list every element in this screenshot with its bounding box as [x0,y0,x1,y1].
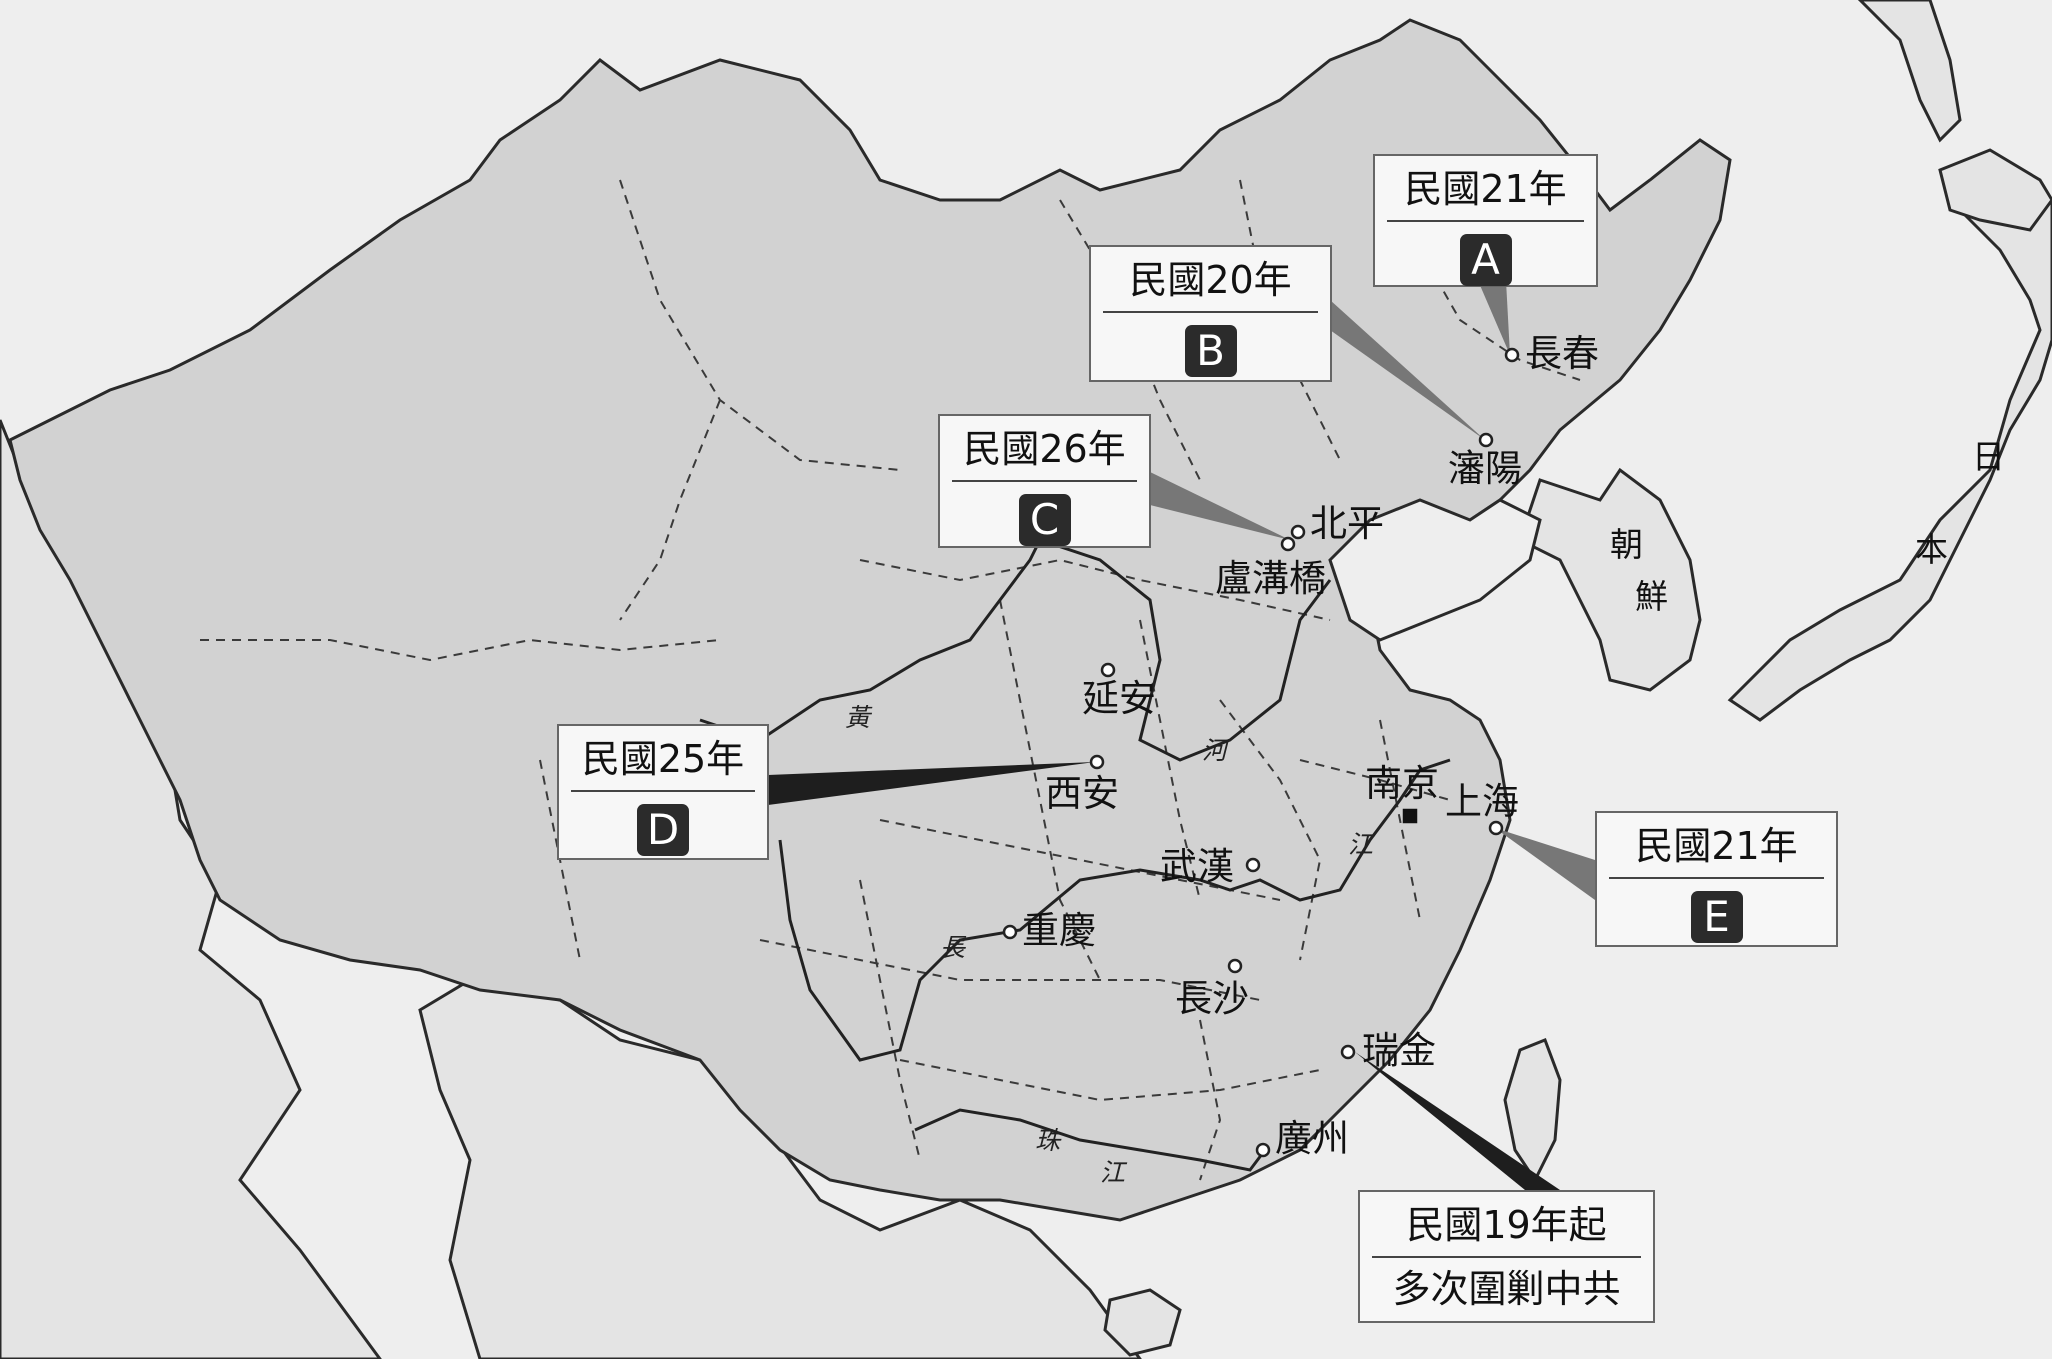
river-label-pearl-2: 江 [1100,1158,1126,1187]
callout-C-divider [952,480,1137,482]
city-label-nanjing: 南京 [1365,762,1439,805]
river-label-yangtze-1: 長 [940,933,966,962]
pearl-river [914,1108,1267,1172]
pointer-E [1495,828,1595,900]
callout-C-badge: C [1018,494,1071,546]
city-label-ruijin: 瑞金 [1362,1029,1436,1072]
country-label-korea-1: 朝 [1610,525,1643,564]
pointer-C [1150,472,1290,540]
rivers [699,538,1451,1172]
marker-chongqing [1002,924,1018,940]
callout-E-badge: E [1690,891,1743,943]
city-label-yanan: 延安 [1082,677,1156,720]
marker-shanghai [1488,820,1504,836]
pointer-B [1330,300,1485,440]
marker-yanan [1100,662,1116,678]
city-label-chongqing: 重慶 [1022,909,1096,952]
river-label-yellow-1: 黃 [845,703,871,732]
marker-nanjing [1402,808,1418,824]
city-label-lugouqiao: 盧溝橋 [1215,557,1326,600]
country-label-japan-2: 本 [1915,530,1948,569]
pointer-D [768,762,1095,805]
callout-D-divider [571,790,755,792]
callout-F-year: 民國19年起 [1406,1203,1607,1247]
callout-F-note: 多次圍剿中共 [1392,1267,1621,1311]
callout-B-badge: B [1184,325,1237,377]
marker-beiping [1290,524,1306,540]
korea-land [1518,467,1702,692]
callout-A-divider [1387,220,1584,222]
river-label-yangtze-2: 江 [1348,830,1374,859]
country-label-korea-2: 鮮 [1635,577,1668,616]
pointer-wedges [768,262,1595,1190]
hainan-land [1103,1288,1182,1357]
callout-A: 民國21年 A [1373,154,1598,287]
marker-changchun [1504,347,1520,363]
callout-A-badge: A [1459,234,1512,286]
city-label-shanghai: 上海 [1445,780,1519,823]
sakhalin-land [1857,0,1962,143]
yellow-river [699,538,1332,762]
city-label-beiping: 北平 [1310,502,1384,545]
marker-shenyang [1478,432,1494,448]
callout-B-divider [1103,311,1318,313]
river-label-pearl-1: 珠 [1035,1126,1061,1155]
province-borders [200,179,1581,1181]
city-label-shenyang: 瀋陽 [1448,447,1522,490]
city-label-changchun: 長春 [1525,332,1599,375]
marker-lugouqiao [1280,536,1296,552]
callout-D: 民國25年 D [557,724,769,860]
city-label-xian: 西安 [1045,772,1119,815]
marker-guangzhou [1255,1142,1271,1158]
yangtze-river [778,758,1451,1062]
taiwan-land [1503,1038,1562,1183]
callout-B: 民國20年 B [1089,245,1332,382]
pointer-F [1355,1052,1560,1190]
callout-E-year: 民國21年 [1635,824,1798,868]
bohai-bay [1328,498,1542,642]
city-label-wuhan: 武漢 [1160,845,1234,888]
callout-B-year: 民國20年 [1129,258,1292,302]
callout-E: 民國21年 E [1595,811,1838,947]
callout-D-badge: D [637,804,689,856]
callout-A-year: 民國21年 [1404,167,1567,211]
city-label-guangzhou: 廣州 [1275,1117,1349,1160]
marker-ruijin [1340,1044,1356,1060]
marker-xian [1089,754,1105,770]
hokkaido-land [1938,148,2052,232]
city-label-changsha: 長沙 [1175,977,1249,1020]
callout-C: 民國26年 C [938,414,1151,548]
marker-changsha [1227,958,1243,974]
city-markers [1002,347,1520,1158]
callout-D-year: 民國25年 [581,737,745,781]
river-label-yellow-2: 河 [1202,736,1228,765]
japan-land [1727,198,2052,722]
callout-E-divider [1609,877,1824,879]
callout-F: 民國19年起 多次圍剿中共 [1358,1190,1655,1323]
callout-F-divider [1372,1256,1641,1258]
country-label-japan-1: 日 [1972,437,2005,476]
callout-C-year: 民國26年 [963,427,1126,471]
marker-wuhan [1245,857,1261,873]
